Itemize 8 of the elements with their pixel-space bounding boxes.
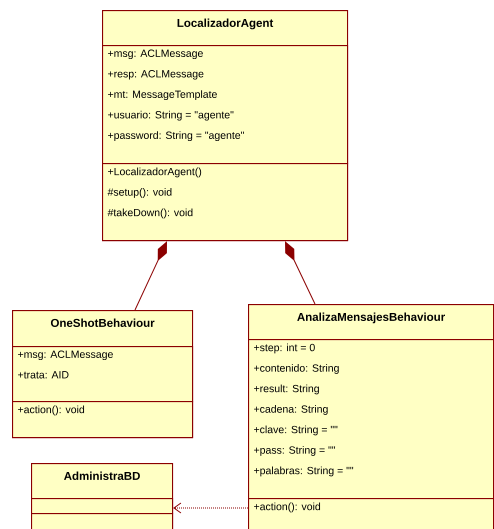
member-list: +action(): void	[248, 498, 494, 529]
member-list: +action(): void	[12, 401, 194, 438]
dependency-arrow	[173, 502, 248, 514]
member-list: +LocalizadorAgent() #setup(): void #takeDown(): void	[102, 163, 348, 242]
empty-compartment	[31, 498, 174, 514]
member-list: +msg: ACLMessage +trata: AID	[12, 346, 194, 402]
member-list: +msg: ACLMessage +resp: ACLMessage +mt: MessageTemplate +usuario: String = "agente" +password: String = "agente"	[102, 45, 348, 164]
empty-compartment	[31, 513, 174, 529]
